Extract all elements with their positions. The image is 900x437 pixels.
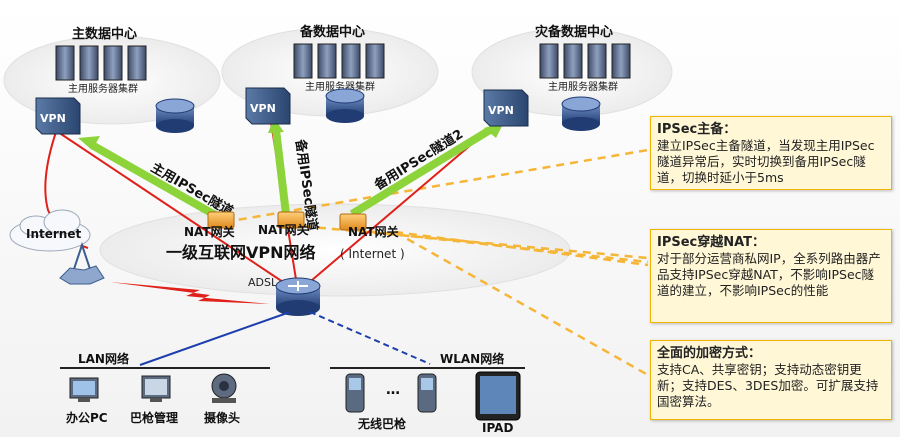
backup-dc-title: 备数据中心	[299, 24, 365, 40]
info-box-ipsec-ha: IPSec主备： 建立IPSec主备隧道，当发现主用IPSec隧道异常后，实时切…	[650, 116, 892, 190]
svg-text:VPN: VPN	[250, 102, 276, 115]
disaster-cluster-label: 主用服务器集群	[548, 80, 618, 93]
wlan-link	[309, 311, 431, 365]
internet-label: Internet	[26, 227, 81, 241]
radio-tower-icon	[59, 241, 105, 285]
info-box-title: IPSec主备：	[657, 122, 737, 137]
tunnel-main-label: 主用IPSec隧道	[148, 160, 236, 220]
router-disaster-dc	[561, 96, 601, 131]
nat-label-1: NAT网关	[184, 224, 235, 239]
svg-text:VPN: VPN	[40, 112, 66, 125]
ipsec-tunnels	[90, 126, 493, 219]
vpn-network-subtitle: ( Internet )	[340, 247, 405, 261]
gun-manager-label: 巴枪管理	[130, 410, 178, 425]
nat-gateway-3	[339, 213, 367, 231]
info-box-nat-traversal: IPSec穿越NAT： 对于部分运营商私网IP，全系列路由器产品支持IPSec穿…	[650, 229, 892, 323]
wireless-gun-label: 无线巴枪	[357, 416, 406, 431]
tunnel-backup-arrow	[268, 118, 284, 133]
info-box-title: 全面的加密方式：	[657, 346, 762, 361]
backup-server-cluster	[293, 43, 385, 79]
disaster-server-cluster	[539, 43, 631, 79]
info-box-title: IPSec穿越NAT：	[657, 235, 766, 250]
info-box-body: 建立IPSec主备隧道，当发现主用IPSec隧道异常后，实时切换到备用IPSec…	[657, 138, 875, 185]
vpn-network-title: 一级互联网VPN网络	[166, 243, 316, 262]
info-box-encryption: 全面的加密方式： 支持CA、共享密钥；支持动态密钥更新；支持DES、3DES加密…	[650, 340, 892, 420]
nat-label-3: NAT网关	[348, 224, 399, 239]
ipad-icon	[475, 371, 521, 421]
router-backup-dc	[325, 88, 365, 123]
office-pc-label: 办公PC	[66, 410, 108, 425]
main-cluster-label: 主用服务器集群	[68, 82, 138, 95]
camera-label: 摄像头	[204, 410, 240, 425]
nat-gateway-1	[207, 211, 235, 229]
backup-cluster-label: 主用服务器集群	[305, 80, 375, 93]
wireless-gun-icon-2	[417, 373, 437, 413]
vpn-device-disaster: VPN	[483, 89, 529, 127]
vpn-device-main: VPN	[35, 97, 81, 135]
lan-title: LAN网络	[78, 351, 129, 366]
internet-cloud	[9, 209, 91, 252]
disaster-dc-title: 灾备数据中心	[535, 24, 613, 40]
nat-label-2: NAT网关	[258, 222, 309, 237]
adsl-router	[275, 277, 321, 316]
info-box-body: 对于部分运营商私网IP，全系列路由器产品支持IPSec穿越NAT，不影响IPSe…	[657, 251, 881, 298]
lan-link	[139, 311, 291, 366]
wireless-gun-icon-1	[345, 373, 365, 413]
router-main-dc	[155, 98, 195, 133]
nat-gateway-2	[277, 211, 305, 229]
camera-icon	[211, 373, 237, 403]
adsl-label: ADSL	[248, 276, 278, 289]
main-server-cluster	[55, 45, 147, 81]
gun-manager-icon	[141, 375, 171, 402]
svg-text:VPN: VPN	[488, 104, 514, 117]
vpn-device-backup: VPN	[245, 87, 291, 125]
main-dc-title: 主数据中心	[72, 26, 137, 42]
wlan-title: WLAN网络	[440, 351, 504, 366]
wlan-ellipsis: …	[386, 382, 400, 398]
tunnel-main-arrow	[78, 136, 100, 150]
info-box-body: 支持CA、共享密钥；支持动态密钥更新；支持DES、3DES加密。可扩展支持国密算…	[657, 362, 879, 409]
office-pc-icon	[69, 377, 99, 402]
ipad-label: IPAD	[482, 421, 513, 435]
